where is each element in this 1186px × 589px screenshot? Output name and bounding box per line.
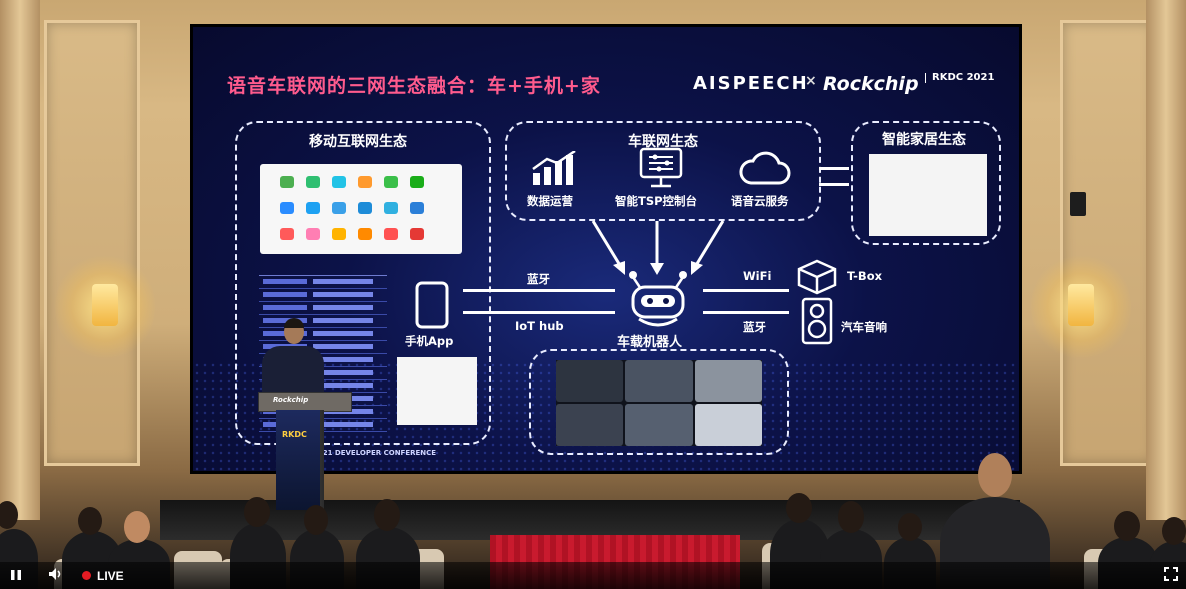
rockchip-logo: Rockchip (823, 73, 919, 95)
home-box-title: 智能家居生态 (863, 129, 985, 149)
pause-button[interactable] (10, 562, 22, 589)
arrow-robot-to-speaker (703, 311, 789, 314)
tbox-label: T-Box (847, 269, 882, 283)
car-item-tsp-console: 智能TSP控制台 (615, 193, 697, 209)
wall-lamp-right (1056, 262, 1106, 352)
wall-lamp-left (80, 262, 130, 352)
phone-screenshot (397, 357, 477, 425)
wall-speaker (1070, 192, 1086, 216)
wall-pillar-right (1146, 0, 1186, 520)
app-grid-image (260, 164, 462, 254)
live-dot-icon (82, 571, 91, 580)
bluetooth-label-left: 蓝牙 (527, 271, 550, 287)
control-console-icon (639, 147, 683, 193)
smartphone-icon (415, 281, 449, 333)
fullscreen-button[interactable] (1164, 562, 1178, 589)
smart-home-image (869, 154, 987, 236)
logo-separator: × (805, 73, 817, 89)
car-speaker-icon (801, 297, 833, 349)
bluetooth-label-right: 蓝牙 (743, 319, 766, 335)
wall-panel-right (1060, 20, 1156, 466)
volume-button[interactable] (48, 562, 64, 589)
aispeech-logo: AISPEECH (693, 73, 809, 94)
slide-title: 语音车联网的三网生态融合：车+手机+家 (227, 71, 601, 98)
wall-panel-left (44, 20, 140, 466)
banner-text: RKDC (282, 430, 307, 439)
cloud-icon (737, 151, 791, 191)
wifi-label: WiFi (743, 269, 771, 283)
phone-app-label: 手机App (405, 333, 453, 349)
car-item-data-ops: 数据运营 (527, 193, 573, 209)
presenter (262, 320, 322, 392)
player-control-bar: LIVE (0, 562, 1186, 589)
arrow-robot-to-phone (463, 311, 615, 314)
live-label: LIVE (97, 569, 124, 583)
podium-brand: Rockchip (273, 396, 308, 404)
chart-growth-icon (531, 151, 579, 191)
pause-icon (10, 566, 22, 585)
robot-label: 车载机器人 (617, 331, 682, 350)
arrow-phone-to-robot (463, 289, 615, 292)
car-speaker-label: 汽车音响 (841, 319, 887, 335)
wall-pillar-left (0, 0, 40, 520)
robot-products-image (556, 360, 762, 446)
mobile-box-title: 移动互联网生态 (283, 131, 433, 151)
down-arrows (573, 217, 753, 277)
volume-icon (48, 566, 64, 585)
car-item-voice-cloud: 语音云服务 (731, 193, 789, 209)
live-indicator[interactable]: LIVE (82, 562, 124, 589)
rkdc-logo: RKDC 2021 (925, 73, 994, 83)
arrow-tbox-to-robot (703, 289, 789, 292)
iot-hub-label: IoT hub (515, 319, 564, 333)
arrow-home-link-bottom (819, 183, 849, 186)
fullscreen-icon (1164, 566, 1178, 585)
tbox-cube-icon (797, 259, 837, 299)
robot-icon (625, 269, 691, 333)
arrow-home-link-top (819, 167, 849, 170)
event-banner: RKDC (276, 410, 320, 510)
